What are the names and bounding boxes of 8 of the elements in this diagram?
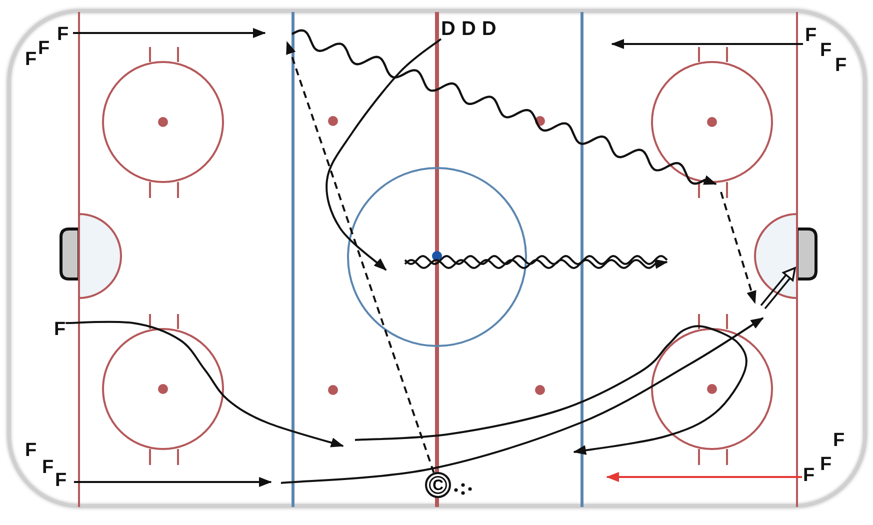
player-label: F xyxy=(820,455,832,474)
player-label: F xyxy=(42,458,54,477)
player-label: F xyxy=(833,431,845,450)
player-label: F xyxy=(25,50,37,69)
player-label: F xyxy=(25,441,37,460)
player-label: F xyxy=(38,39,50,58)
player-label: F xyxy=(820,41,832,60)
player-label: F xyxy=(835,56,847,75)
